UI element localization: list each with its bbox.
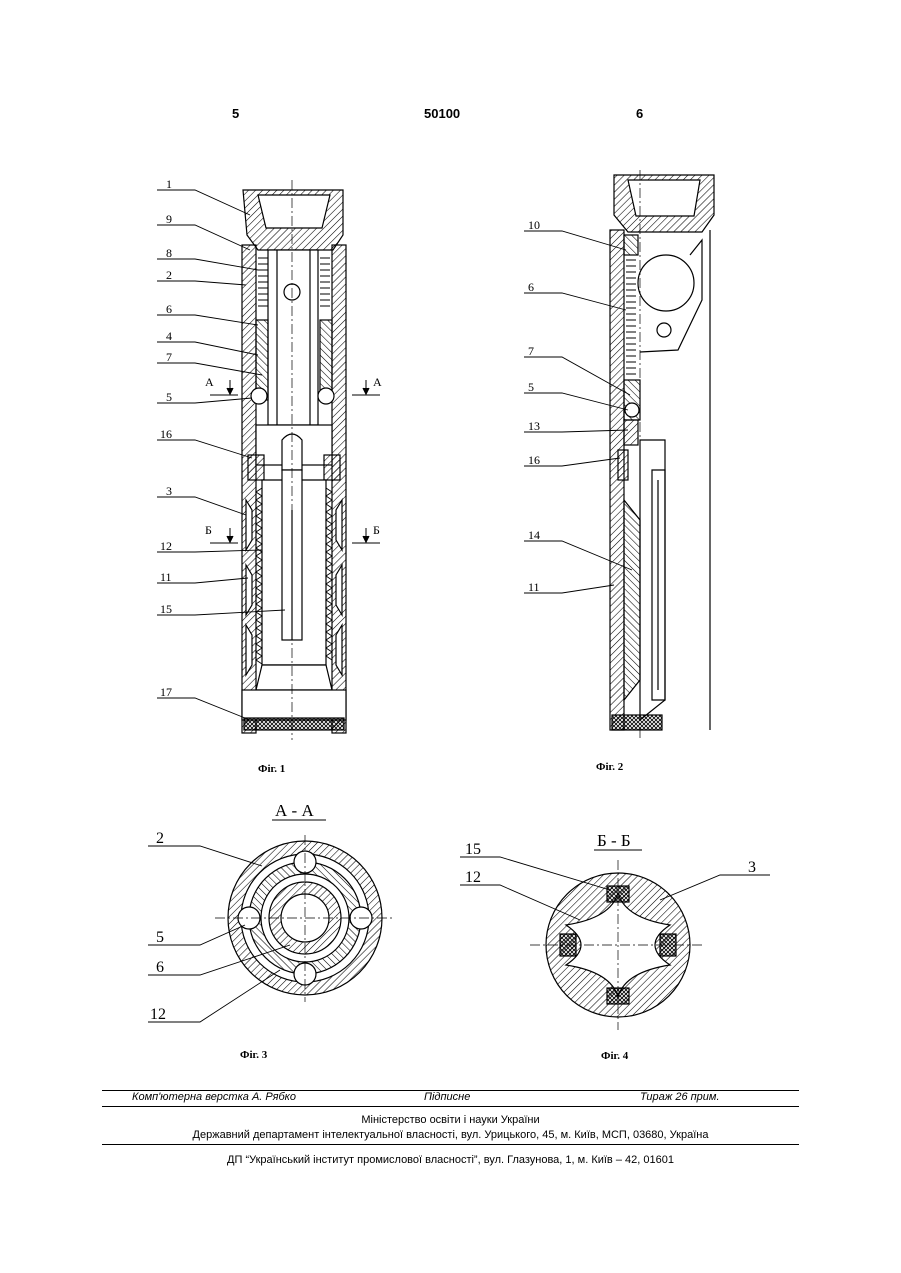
fig1-label: 16 — [160, 427, 172, 441]
footer-layout: Комп'ютерна верстка А. Рябко — [132, 1091, 296, 1103]
fig1-label: 6 — [166, 302, 172, 316]
footer-institute: ДП “Український інститут промислової вла… — [102, 1154, 799, 1166]
fig1-label: 2 — [166, 268, 172, 282]
fig2-label: 13 — [528, 419, 540, 433]
fig2-label: 10 — [528, 218, 540, 232]
fig4-label: 12 — [465, 869, 481, 886]
fig1-label: 15 — [160, 602, 172, 616]
footer-signed: Підписне — [424, 1091, 470, 1103]
footer-ministry: Міністерство освіти і науки України — [102, 1114, 799, 1126]
fig1-label: 11 — [160, 570, 172, 584]
section-b-right: Б — [373, 523, 380, 537]
figure-1-drawing — [157, 180, 380, 740]
fig2-label: 11 — [528, 580, 540, 594]
fig1-label: 17 — [160, 685, 172, 699]
fig4-label: 3 — [748, 859, 756, 876]
footer-rule-mid — [102, 1106, 799, 1107]
fig2-label: 14 — [528, 528, 540, 542]
fig1-label: 5 — [166, 390, 172, 404]
fig3-label: 5 — [156, 929, 164, 946]
footer-rule-bottom — [102, 1144, 799, 1145]
fig1-label: 7 — [166, 350, 172, 364]
fig2-label: 16 — [528, 453, 540, 467]
fig4-label: 15 — [465, 841, 481, 858]
figure-3-drawing — [148, 820, 395, 1022]
section-b-left: Б — [205, 523, 212, 537]
footer-department: Державний департамент інтелектуальної вл… — [102, 1129, 799, 1141]
figure-4-drawing — [460, 850, 770, 1030]
fig2-label: 6 — [528, 280, 534, 294]
fig3-label: 12 — [150, 1006, 166, 1023]
figure-2-labels: 10 6 7 5 13 16 14 11 Фіг. 2 — [528, 218, 624, 773]
fig1-label: 4 — [166, 329, 172, 343]
fig1-caption: Фіг. 1 — [258, 763, 285, 775]
fig1-label: 8 — [166, 246, 172, 260]
fig2-caption: Фіг. 2 — [596, 761, 624, 773]
figure-2-drawing — [524, 170, 714, 740]
fig4-caption: Фіг. 4 — [601, 1050, 629, 1062]
fig2-label: 5 — [528, 380, 534, 394]
fig3-caption: Фіг. 3 — [240, 1049, 268, 1061]
fig2-label: 7 — [528, 344, 534, 358]
footer-circulation: Тираж 26 прим. — [640, 1091, 720, 1103]
section-a-right: А — [373, 375, 382, 389]
fig1-label: 9 — [166, 212, 172, 226]
fig3-label: 6 — [156, 959, 164, 976]
section-a-left: А — [205, 375, 214, 389]
section-a-a-title: А - А — [275, 801, 314, 820]
fig1-label: 1 — [166, 177, 172, 191]
fig1-label: 3 — [166, 484, 172, 498]
fig3-label: 2 — [156, 830, 164, 847]
fig1-label: 12 — [160, 539, 172, 553]
section-b-b-title: Б - Б — [597, 831, 631, 850]
